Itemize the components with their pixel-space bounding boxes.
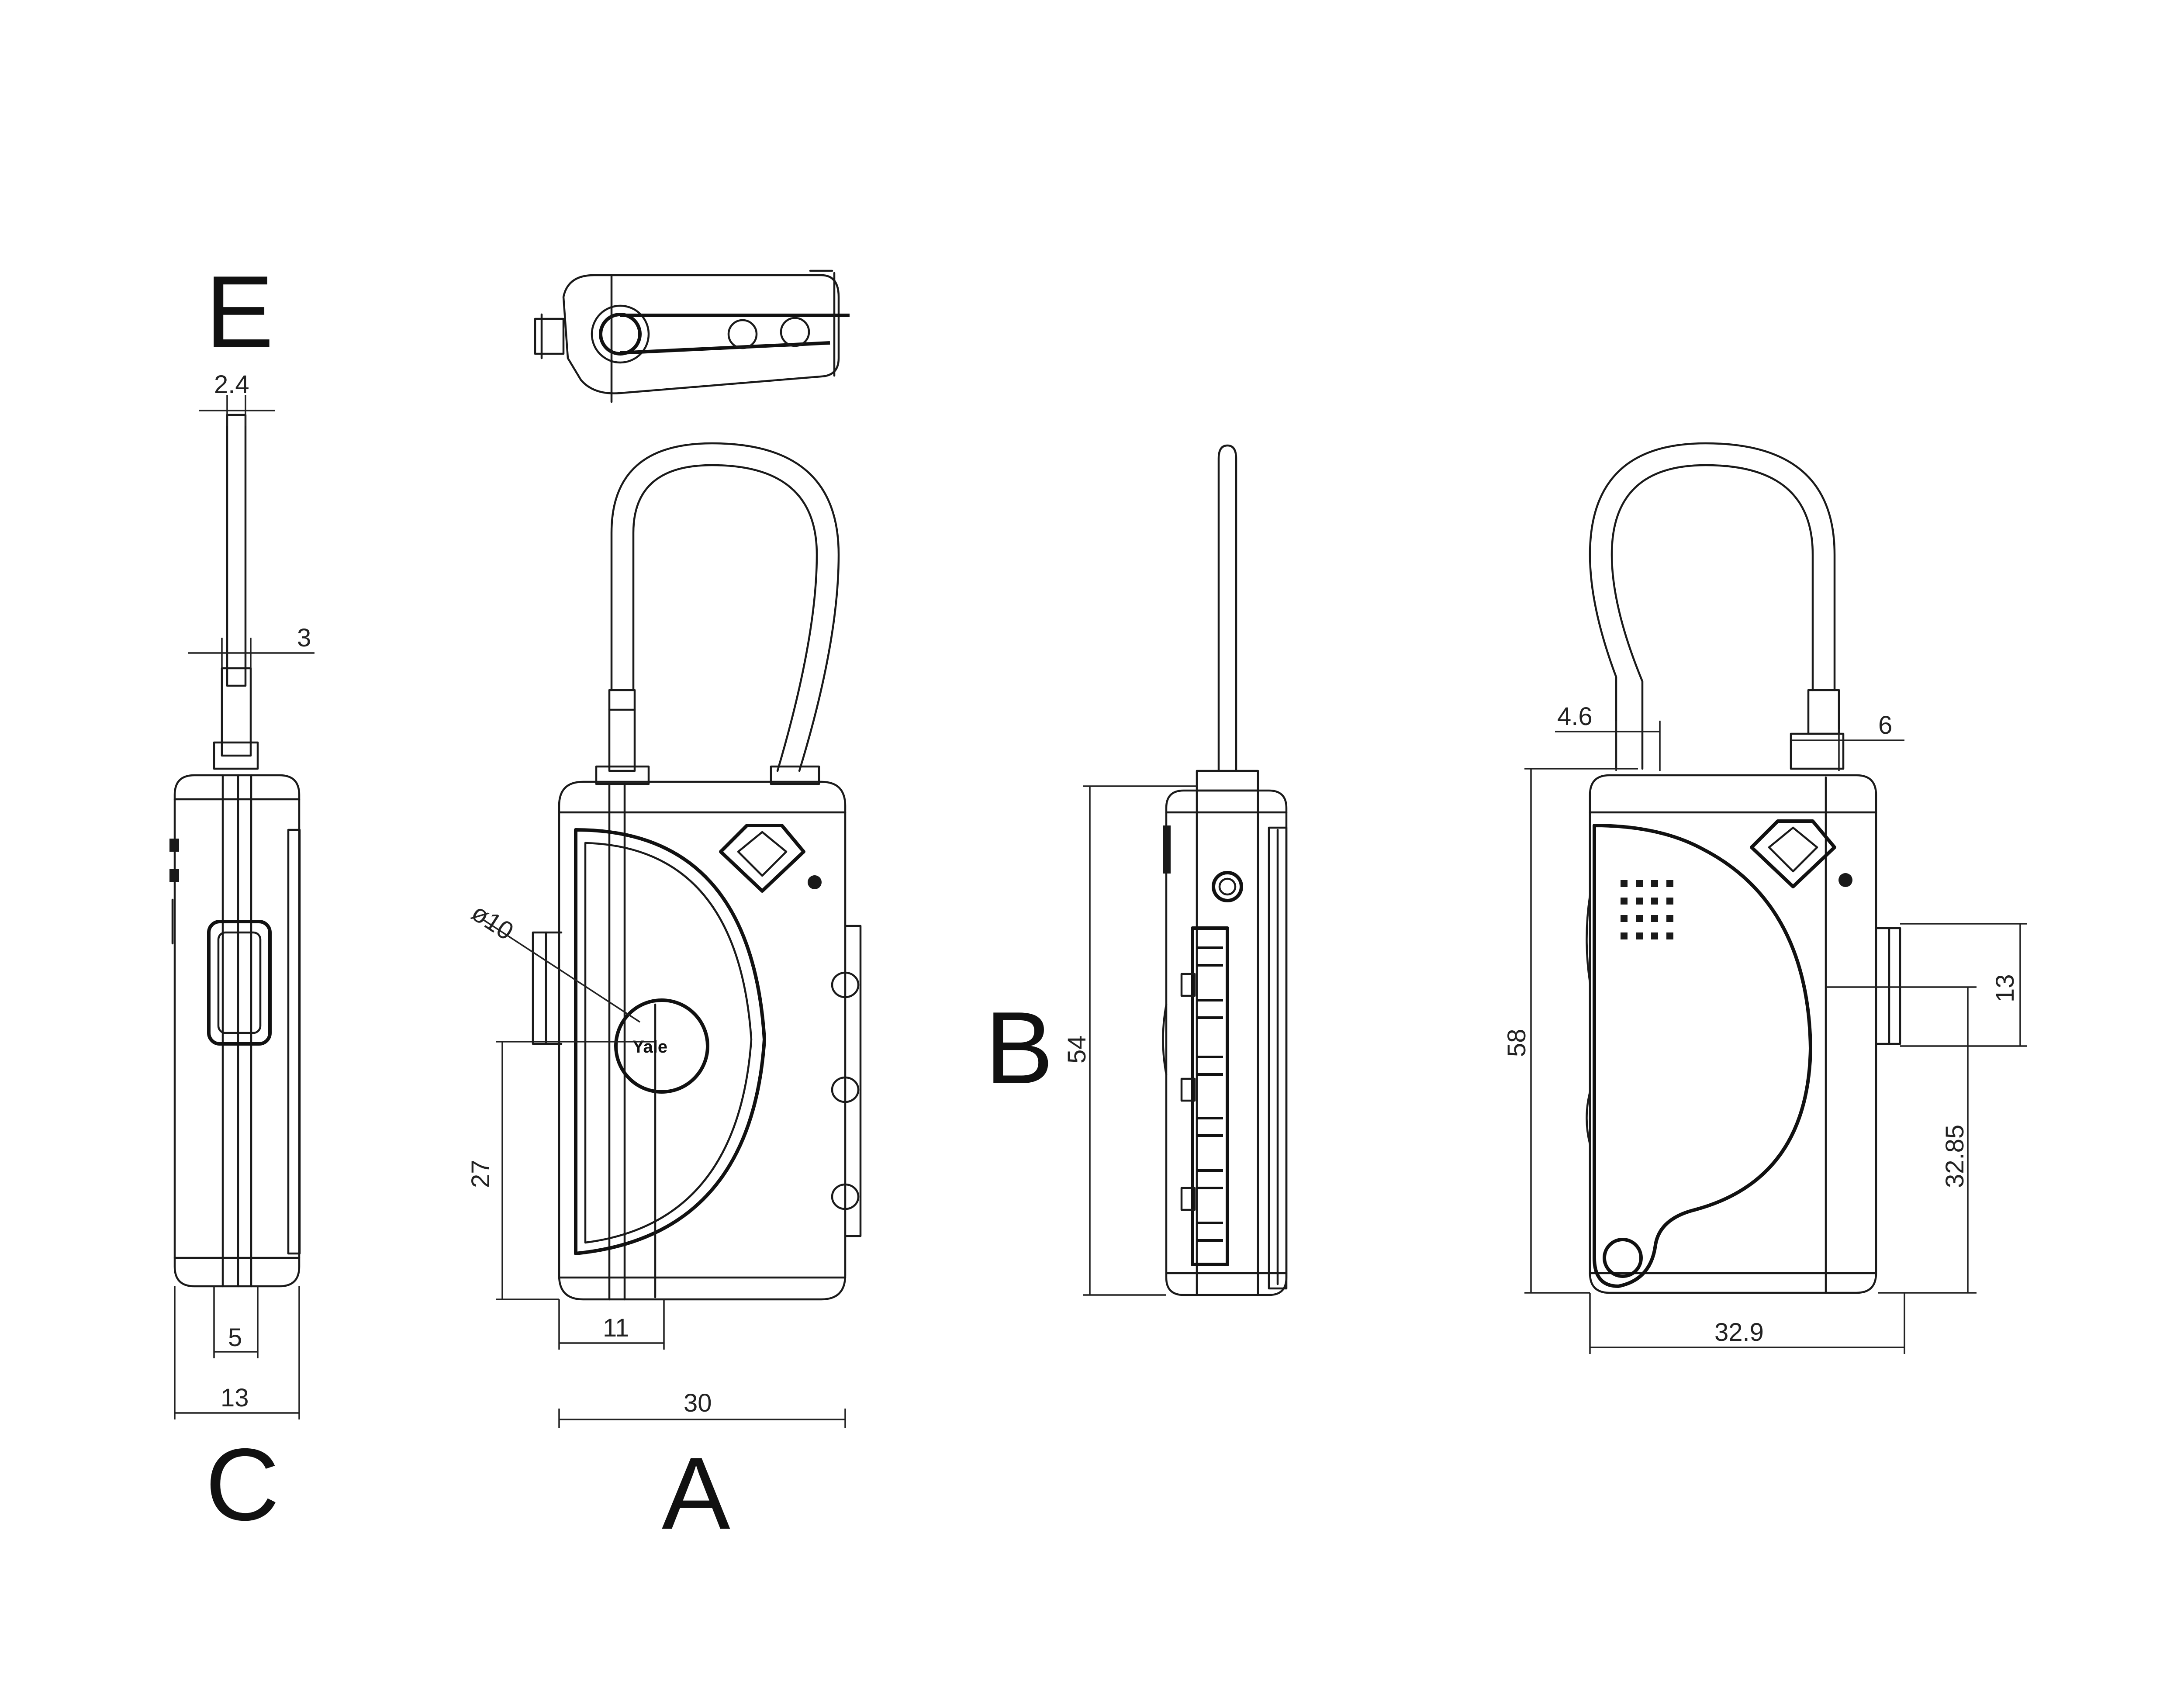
- dim-rear-left-collar: 4.6: [1557, 702, 1593, 731]
- view-label-b: B: [985, 990, 1054, 1105]
- top-view: [534, 269, 850, 403]
- dim-rear-right-collar: 6: [1878, 711, 1892, 739]
- dims-rear: 4.6 6 58 13 32.85 32.9: [1503, 702, 2027, 1354]
- dim-rear-height: 58: [1503, 1029, 1531, 1057]
- view-label-c: C: [205, 1427, 280, 1542]
- brand-logo: Yale: [632, 1037, 667, 1057]
- dim-a-body-width: 30: [684, 1389, 712, 1417]
- side-view-b: [1162, 444, 1288, 1296]
- dim-c-core: 5: [228, 1323, 242, 1352]
- view-label-a: A: [662, 1436, 730, 1551]
- dim-rear-button: 13: [1991, 974, 2019, 1002]
- dim-c-body: 13: [221, 1384, 249, 1412]
- front-view-a: Yale: [532, 442, 862, 1301]
- dims-c: 5 13: [174, 1286, 300, 1419]
- dim-b-body-height: 54: [1063, 1035, 1091, 1064]
- dim-e-shackle-top: 2.4: [214, 370, 249, 399]
- dims-b: 54: [1063, 785, 1197, 1296]
- view-label-e: E: [205, 254, 274, 369]
- dim-e-shackle-collar: 3: [297, 624, 311, 652]
- dim-a-keyhole-offset: 11: [603, 1314, 629, 1342]
- dim-a-height-to-keyhole: 27: [467, 1160, 495, 1188]
- dim-rear-button-height: 32.85: [1941, 1125, 1969, 1188]
- dims-e: 2.4 3: [188, 370, 314, 668]
- dim-rear-width: 32.9: [1714, 1318, 1764, 1347]
- side-view-c: [169, 414, 301, 1288]
- rear-view: [1586, 442, 1901, 1294]
